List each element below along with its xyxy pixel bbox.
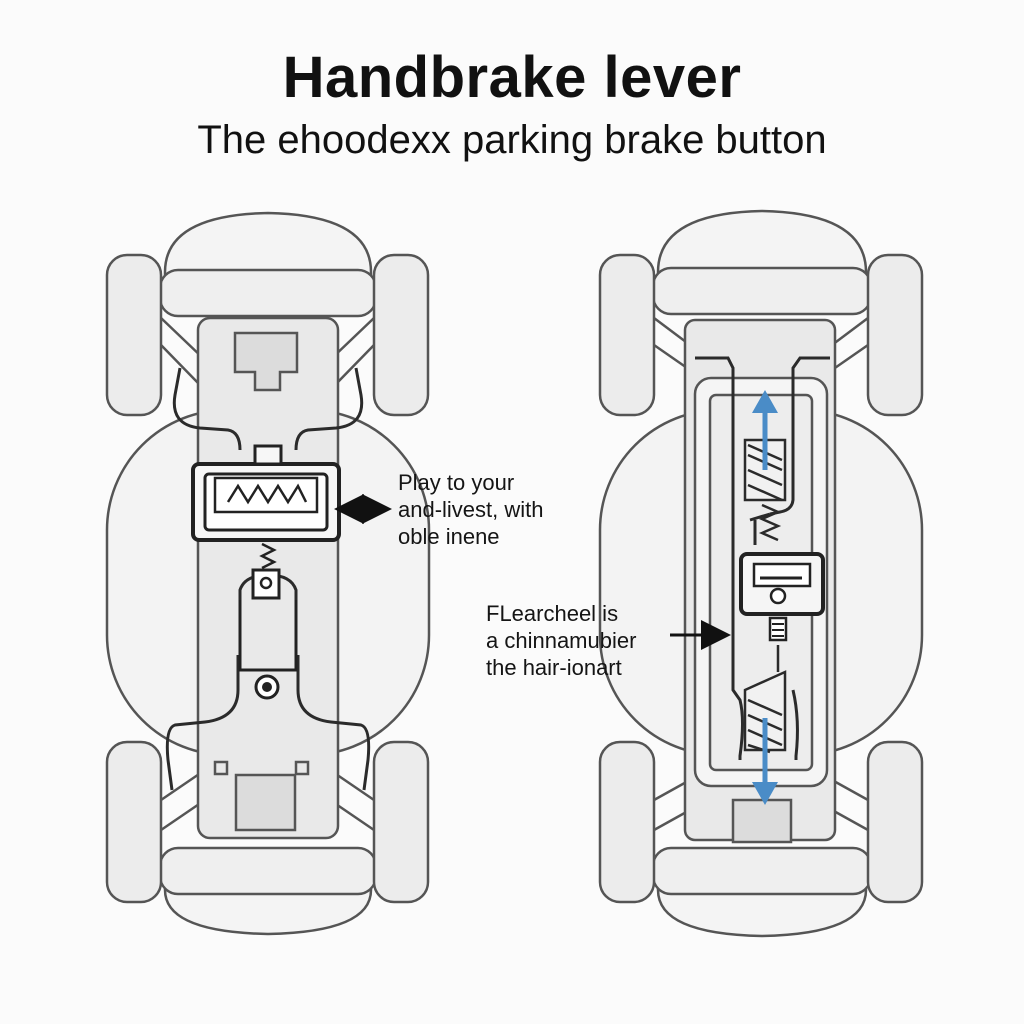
left-wheel-front-right (372, 253, 430, 417)
left-wheel-rear-left (105, 740, 163, 904)
right-bottom-spring (743, 645, 787, 754)
right-module-knob (769, 587, 787, 605)
left-rear-block (234, 773, 297, 832)
left-handbrake-unit (191, 444, 341, 700)
left-annotation-line-1: Play to your (398, 470, 515, 495)
right-brake-module (739, 552, 825, 642)
right-wheel-rear-left (598, 740, 656, 904)
left-annotation: Play to your and-livest, with oble inene (398, 469, 544, 550)
left-wheel-front-left (105, 253, 163, 417)
left-lever-arm (238, 600, 298, 672)
left-brake-cables (165, 367, 371, 791)
right-annotation: FLearcheel is a chinnamubier the hair-io… (486, 600, 636, 681)
right-annotation-line-1: FLearcheel is (486, 601, 619, 626)
right-annotation-line-3: the hair-ionart (486, 655, 622, 680)
left-annotation-line-3: oble inene (398, 524, 500, 549)
left-lever-pivot (251, 568, 281, 600)
diagram-title: Handbrake lever (282, 45, 742, 110)
right-rear-block (731, 798, 793, 844)
right-wheel-rear-right (866, 740, 924, 904)
right-wheel-front-right (866, 253, 924, 417)
right-wheel-front-left (598, 253, 656, 417)
right-annotation-line-2: a chinnamubier (486, 628, 637, 653)
diagram-subtitle: The ehoodexx parking brake button (197, 118, 827, 162)
right-brake-cables (695, 356, 830, 760)
left-front-block (233, 331, 299, 392)
right-motion-arrows (752, 390, 778, 805)
left-annotation-line-2: and-livest, with (398, 497, 544, 522)
left-wheel-rear-right (372, 740, 430, 904)
